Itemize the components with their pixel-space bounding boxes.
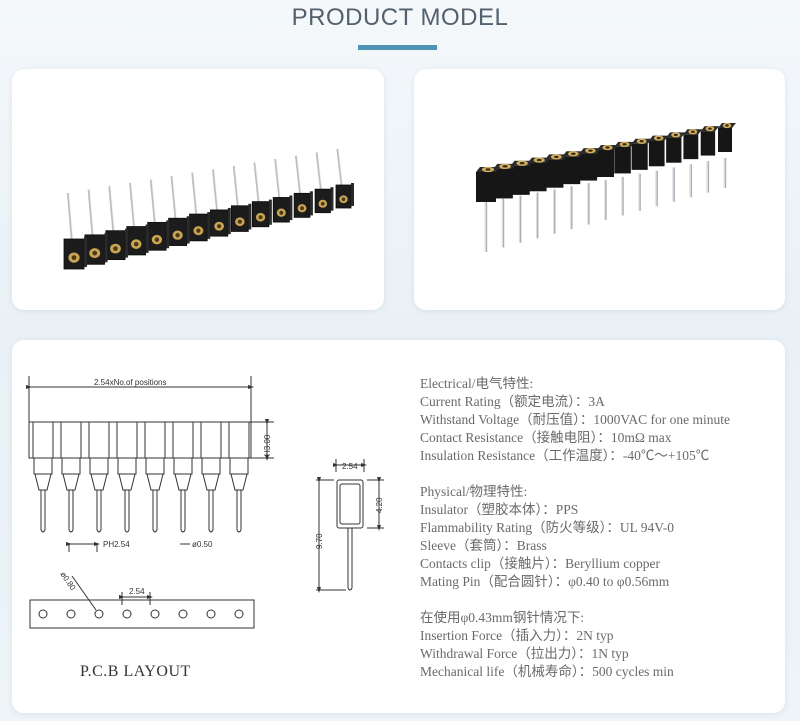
electrical-specs: Electrical/电气特性: Current Rating（额定电流）：3A W… — [420, 375, 785, 465]
title-underline — [358, 45, 437, 50]
product-image-left — [12, 69, 384, 310]
width-dimension-label: 2.54xNo.of positions — [94, 378, 167, 387]
mechanical-spec-line: Withdrawal Force（拉出力）：1N typ — [420, 646, 629, 661]
physical-spec-line: Sleeve（套筒）：Brass — [420, 538, 547, 553]
spec-card: 2.54xNo.of positions H3.00 PH2.54 ø0.50 … — [12, 340, 785, 713]
physical-spec-line: Contacts clip（接触片）：Beryllium copper — [420, 556, 660, 571]
electrical-spec-line: Electrical/电气特性: — [420, 376, 534, 391]
header-illustration-upright — [476, 122, 736, 252]
pcb-hole-label: ø0.80 — [58, 570, 77, 592]
side-body-height-label: 4.20 — [375, 497, 384, 513]
mechanical-spec-line: Mechanical life（机械寿命）：500 cycles min — [420, 664, 674, 679]
spec-list: Electrical/电气特性: Current Rating（额定电流）：3A W… — [420, 375, 785, 699]
physical-spec-line: Insulator（塑胶本体）：PPS — [420, 502, 579, 517]
electrical-spec-line: Insulation Resistance（工作温度）：-40℃～+105℃ — [420, 448, 710, 463]
product-image-right — [414, 69, 785, 310]
electrical-spec-line: Current Rating（额定电流）：3A — [420, 394, 605, 409]
physical-spec-line: Flammability Rating（防火等级）：UL 94V-0 — [420, 520, 674, 535]
page-title: PRODUCT MODEL — [291, 4, 509, 31]
pitch-dimension-label: PH2.54 — [103, 540, 130, 549]
mechanical-spec-line: Insertion Force（插入力）：2N typ — [420, 628, 614, 643]
pcb-pitch-label: 2.54 — [129, 587, 145, 596]
physical-specs: Physical/物理特性: Insulator（塑胶本体）：PPS Flammab… — [420, 483, 785, 591]
header-illustration-angled — [63, 148, 354, 270]
pcb-layout-label: P.C.B LAYOUT — [80, 663, 191, 680]
side-width-label: 2.54 — [342, 462, 358, 471]
mechanical-spec-line: 在使用φ0.43mm钢针情况下: — [420, 610, 585, 625]
technical-drawing: 2.54xNo.of positions H3.00 PH2.54 ø0.50 … — [26, 376, 384, 629]
height-dimension-label: H3.00 — [263, 434, 272, 456]
mechanical-specs: 在使用φ0.43mm钢针情况下: Insertion Force（插入力）：2N … — [420, 609, 785, 681]
side-total-height-label: 9.70 — [315, 533, 324, 549]
electrical-spec-line: Contact Resistance（接触电阻）：10mΩ max — [420, 430, 672, 445]
electrical-spec-line: Withstand Voltage（耐压值）：1000VAC for one m… — [420, 412, 730, 427]
physical-spec-line: Mating Pin（配合圆针）：φ0.40 to φ0.56mm — [420, 574, 670, 589]
physical-spec-line: Physical/物理特性: — [420, 484, 528, 499]
pin-diameter-label: ø0.50 — [192, 540, 213, 549]
